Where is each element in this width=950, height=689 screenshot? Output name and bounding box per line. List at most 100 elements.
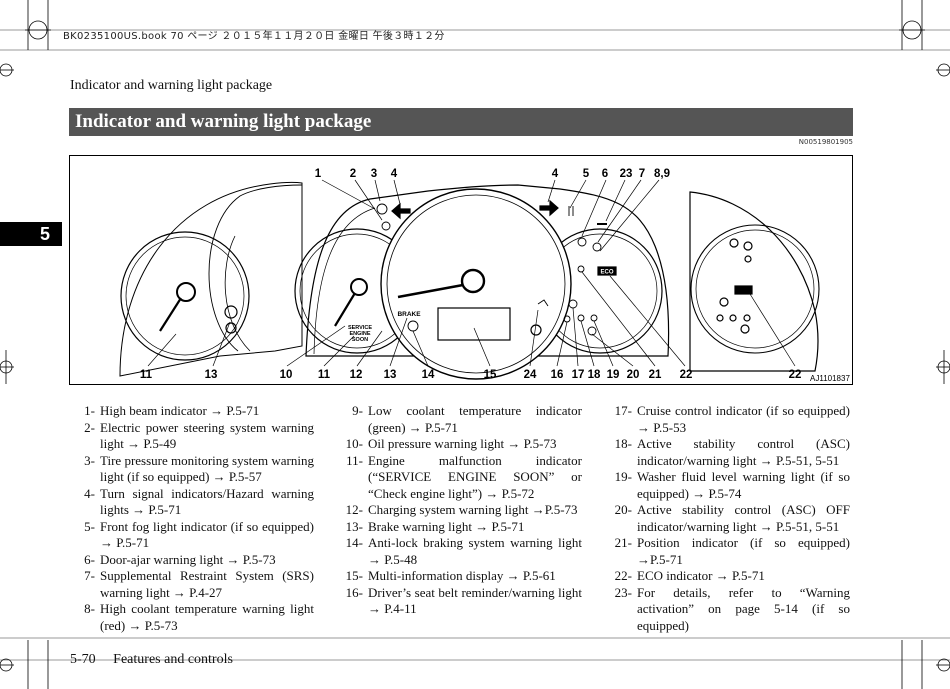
legend-text: Charging system warning light →P.5-73	[368, 502, 578, 517]
legend-text: Low coolant temperature indicator (green…	[368, 403, 582, 435]
legend-number: 1-	[84, 403, 95, 418]
asc-off-icon	[590, 314, 598, 322]
legend-number: 6-	[84, 551, 95, 567]
legend-number: 5-	[84, 518, 95, 534]
srs-icon	[592, 242, 602, 252]
legend-item: 13-Brake warning light → P.5-71	[340, 519, 582, 536]
position-icon	[577, 265, 585, 273]
callout-5: 5	[583, 168, 590, 180]
legend-text: Turn signal indicators/Hazard warning li…	[100, 485, 314, 518]
legend-text: Multi-information display → P.5-61	[368, 568, 556, 583]
legend-number: 14-	[345, 535, 363, 550]
legend-text: For details, refer to “Warning activatio…	[637, 584, 850, 633]
center-cluster-view: ECO SERVICE ENGINE SOON BRAKE	[294, 184, 670, 380]
legend-item: 21-Position indicator (if so equipped) →…	[610, 535, 850, 568]
legend-item: 12- Charging system warning light →P.5-73	[340, 502, 582, 519]
callout-10: 10	[280, 369, 293, 381]
chapter-tab[interactable]: 5	[0, 222, 62, 246]
front-fog-icon	[568, 206, 574, 216]
left-gauge-hub	[176, 282, 196, 302]
callout-13-left: 13	[205, 369, 218, 381]
steering-warning-icon	[381, 221, 391, 231]
callout-22-right: 22	[789, 369, 802, 381]
door-ajar-icon	[577, 237, 587, 247]
legend-text: Oil pressure warning light → P.5-73	[368, 436, 557, 451]
legend-text: Tire pressure monitoring system warning …	[100, 452, 314, 485]
legend-number: 12-	[345, 502, 363, 517]
legend-number: 13-	[345, 518, 363, 534]
legend-number: 23-	[614, 584, 632, 600]
legend-number: 10-	[345, 436, 363, 451]
legend-column-1: 1-High beam indicator → P.5-71 2-Electri…	[80, 403, 314, 634]
legend-text: Electric power steering system warning l…	[100, 419, 314, 452]
running-head: Indicator and warning light package	[70, 78, 273, 93]
file-header: BK0235100US.book 70 ページ ２０１５年１１月２０日 金曜日 …	[63, 31, 445, 42]
right-cluster-view	[689, 191, 820, 372]
callout-20: 20	[627, 369, 640, 381]
high-beam-icon	[376, 203, 388, 215]
eco-badge	[597, 266, 617, 276]
legend-item: 20-Active stability control (ASC) OFF in…	[610, 502, 850, 535]
legend-item: 4- Turn signal indicators/Hazard warning …	[80, 486, 314, 519]
callout-13: 13	[384, 369, 397, 381]
legend-column-3: 17- Cruise control indicator (if so equip…	[610, 403, 850, 634]
legend-number: 19-	[614, 469, 632, 484]
callout-21: 21	[649, 369, 662, 381]
speedometer-needle	[397, 283, 464, 299]
legend-number: 8-	[84, 601, 95, 616]
service-label-3: SOON	[352, 337, 368, 343]
legend-text: Cruise control indicator (if so equipped…	[637, 403, 850, 435]
callout-14: 14	[422, 369, 435, 381]
page-number: 5-70	[70, 652, 96, 667]
legend-text: Supplemental Restraint System (SRS) warn…	[100, 568, 314, 600]
legend-item: 7-Supplemental Restraint System (SRS) wa…	[80, 568, 314, 601]
legend-item: 1-High beam indicator → P.5-71	[80, 403, 314, 420]
brake-label: BRAKE	[397, 311, 421, 318]
legend-item: 17- Cruise control indicator (if so equip…	[610, 403, 850, 436]
callout-16: 16	[551, 369, 564, 381]
legend-item: 3-Tire pressure monitoring system warnin…	[80, 453, 314, 486]
legend-text: Position indicator (if so equipped) →P.5…	[637, 535, 850, 567]
speedometer-bezel	[380, 188, 572, 380]
instrument-cluster-figure: ECO SERVICE ENGINE SOON BRAKE	[69, 155, 853, 385]
legend-item: 10- Oil pressure warning light → P.5-73	[340, 436, 582, 453]
service-label-1: SERVICE	[348, 325, 372, 331]
callout-7: 7	[639, 168, 645, 180]
footer-section: Features and controls	[113, 652, 233, 667]
legend-item: 11- Engine malfunction indicator (“SERVIC…	[340, 453, 582, 503]
figure-code: AJ1101837	[810, 374, 850, 383]
left-abs-icon	[225, 322, 237, 334]
legend-item: 15-Multi-information display → P.5-61	[340, 568, 582, 585]
bottom-leader-lines	[147, 271, 796, 367]
legend-text: High coolant temperature warning light (…	[100, 601, 314, 633]
legend-number: 22-	[614, 568, 632, 583]
legend-number: 17-	[614, 403, 632, 418]
callout-3: 3	[371, 168, 377, 180]
legend-text: Door-ajar warning light → P.5-73	[100, 551, 276, 567]
cruise-icon	[568, 299, 578, 309]
legend-text: Front fog light indicator (if so equippe…	[100, 518, 314, 551]
legend-number: 4-	[84, 485, 95, 501]
callout-18: 18	[588, 369, 601, 381]
callout-1: 1	[315, 168, 322, 180]
instrument-cluster-drawing: ECO SERVICE ENGINE SOON BRAKE	[119, 168, 850, 383]
callout-4-right: 4	[552, 168, 559, 180]
callout-23: 23	[620, 168, 633, 180]
left-tachometer-bezel	[120, 231, 250, 361]
washer-icon	[587, 326, 597, 336]
callout-4-left: 4	[391, 168, 398, 180]
callout-11-left: 11	[140, 369, 153, 381]
callout-15: 15	[484, 369, 497, 381]
legend-item: 6- Door-ajar warning light → P.5-73	[80, 552, 314, 569]
speedometer-hub	[460, 268, 486, 294]
left-gauge-needle	[159, 297, 182, 332]
legend-number: 11-	[346, 452, 363, 468]
legend-text: Driver’s seat belt reminder/warning ligh…	[368, 584, 582, 617]
multi-information-display	[437, 307, 511, 341]
legend-text: Engine malfunction indicator (“SERVICE E…	[368, 452, 582, 501]
left-tpms-icon	[224, 305, 238, 319]
legend-item: 22-ECO indicator → P.5-71	[610, 568, 850, 585]
asc-icon	[577, 314, 585, 322]
center-left-needle	[334, 292, 356, 327]
